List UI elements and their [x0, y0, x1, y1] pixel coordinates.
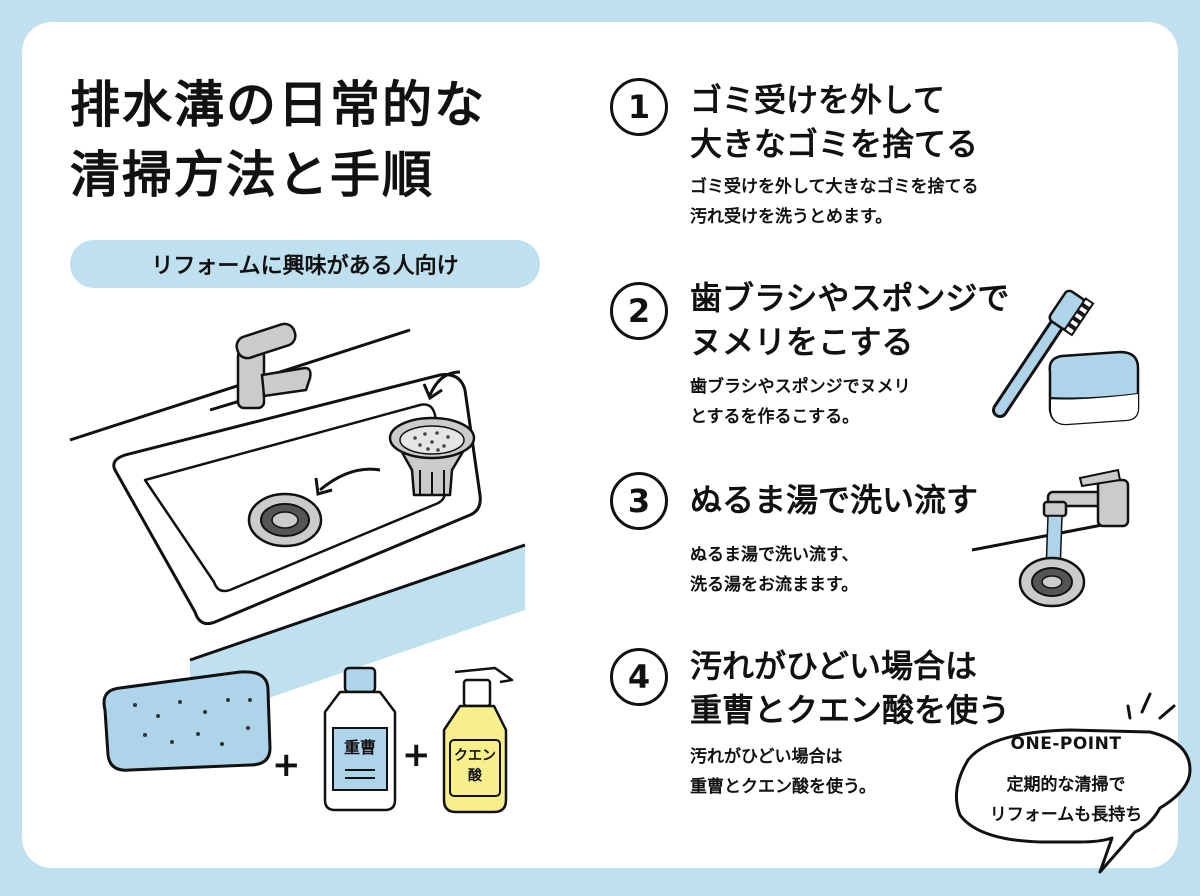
step-1-description: ゴミ受けを外して大きなゴミを捨てる 汚れ受けを洗うとめます。	[690, 177, 979, 227]
step-3-number: 3	[610, 472, 668, 530]
step-4-description: 汚れがひどい場合は 重曹とクエン酸を使う。	[690, 747, 876, 797]
step-2-heading: 歯ブラシやスポンジで ヌメリをこする	[690, 279, 1010, 361]
move-arrow-icon	[319, 467, 381, 492]
step-2-number: 2	[610, 282, 668, 340]
step-3-description: ぬるま湯で洗い流す、 洗る湯をお流まます。	[690, 545, 859, 595]
one-point-line-1: 定期的な清掃で	[1006, 775, 1126, 795]
bottle-label: 重曹	[343, 738, 376, 757]
baking-soda-bottle-icon	[323, 666, 397, 812]
drain-icon	[247, 492, 323, 548]
one-point-label: ONE-POINT	[1010, 734, 1122, 754]
step-1-number: 1	[610, 78, 668, 136]
plus-sign-2: +	[402, 735, 431, 775]
one-point-message: 定期的な清掃で リフォームも長持ち	[966, 770, 1166, 830]
step-3-heading: ぬるま湯で洗い流す	[690, 481, 979, 519]
sink-illustration	[69, 322, 526, 814]
faucet-icon	[235, 322, 312, 410]
step-4-number: 4	[610, 648, 668, 706]
remove-arrow-icon	[428, 370, 461, 396]
citric-acid-spray-icon	[442, 666, 514, 814]
step-1-heading: ゴミ受けを外して 大きなゴミを捨てる	[690, 81, 979, 163]
audience-tag: リフォームに興味がある人向け	[70, 240, 540, 288]
spray-label-line2: 酸	[468, 768, 482, 784]
plus-sign-1: +	[272, 745, 301, 785]
page-title: 排水溝の日常的な 清掃方法と手順	[70, 76, 486, 204]
spray-label-line1: クエン	[454, 748, 496, 764]
drain-basket-icon	[388, 416, 476, 497]
step-4-heading: 汚れがひどい場合は 重曹とクエン酸を使う	[690, 647, 1011, 729]
step-2-description: 歯ブラシやスポンジでヌメリ とするを作るこする。	[690, 377, 911, 427]
sponge-icon	[102, 670, 272, 772]
one-point-line-2: リフォームも長持ち	[989, 805, 1143, 825]
spray-label: クエン 酸	[450, 746, 500, 786]
